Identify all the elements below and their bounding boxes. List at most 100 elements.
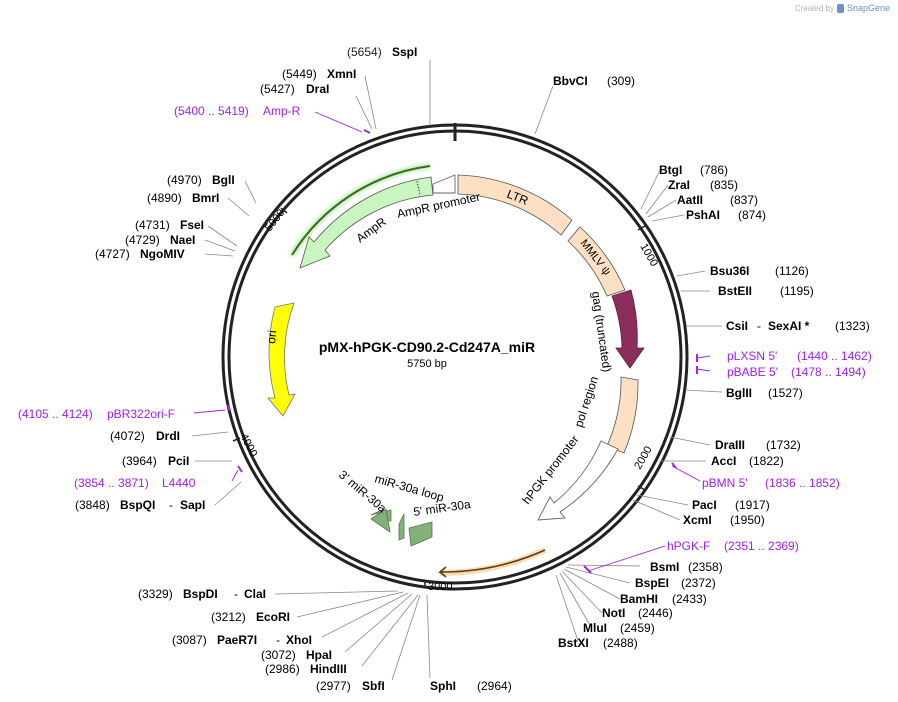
site-bspqi-pos: (3848) xyxy=(75,498,110,512)
site-csii-pos: (1323) xyxy=(835,319,870,333)
site-pcii-pos: (3964) xyxy=(122,454,157,468)
site-bspdi: BspDI xyxy=(183,587,218,601)
site-fsei-pos: (4731) xyxy=(135,218,170,232)
site-bglii-pos: (1527) xyxy=(768,386,803,400)
site-bamhi-pos: (2433) xyxy=(672,592,707,606)
primer-pbr322ori-f-range: (4105 .. 4124) xyxy=(18,407,93,421)
credit-text: Created by xyxy=(794,3,834,13)
plasmid-size: 5750 bp xyxy=(407,358,447,370)
feature-mmlv-psi xyxy=(567,226,626,297)
ampr-orf-line xyxy=(291,165,431,256)
site-mlui-pos: (2459) xyxy=(620,621,655,635)
site-draiii: DraIII xyxy=(715,438,745,452)
site-mlui: MluI xyxy=(583,621,607,635)
primer-connectors xyxy=(193,111,711,572)
site-bsteii-pos: (1195) xyxy=(780,284,814,298)
primer-ampr: Amp-R xyxy=(263,104,301,118)
site-acci: AccI xyxy=(711,454,736,468)
site-connectors xyxy=(191,60,723,681)
site-naei: NaeI xyxy=(170,233,195,247)
site-hindiii-pos: (2986) xyxy=(265,662,300,676)
primer-pbr322ori-f: pBR322ori-F xyxy=(107,407,175,421)
tick-1000 xyxy=(637,225,646,231)
feature-pol-region xyxy=(606,376,639,454)
site-ecori: EcoRI xyxy=(256,610,290,624)
site-pcii: PciI xyxy=(168,454,189,468)
primer-ampr-range: (5400 .. 5419) xyxy=(174,104,249,118)
site-bsteii: BstEII xyxy=(718,284,752,298)
orange-orf-arrow xyxy=(437,549,546,578)
site-paer7i-pos: (3087) xyxy=(172,633,207,647)
kb-ticks xyxy=(232,207,646,588)
feature-gag xyxy=(611,289,645,369)
site-ngomiv-pos: (4727) xyxy=(95,247,130,261)
site-noti-pos: (2446) xyxy=(638,606,673,620)
tick-5000 xyxy=(280,207,288,214)
primer-l4440-range: (3854 .. 3871) xyxy=(74,476,149,490)
site-btgi: BtgI xyxy=(659,163,682,177)
site-bspdi-pos: (3329) xyxy=(138,587,173,601)
site-zrai: ZraI xyxy=(668,178,690,192)
site-drai-pos: (5427) xyxy=(260,82,295,96)
site-sexai: SexAI * xyxy=(768,319,810,333)
tick-label-3000: 3000 xyxy=(428,581,452,593)
site-btgi-pos: (786) xyxy=(700,163,728,177)
site-bsmi: BsmI xyxy=(650,560,679,574)
site-acci-pos: (1822) xyxy=(749,454,784,468)
tick-2000 xyxy=(637,485,646,491)
primer-l4440: L4440 xyxy=(162,476,196,490)
features: LTR MMLV ψ gag (truncated) pol region hP… xyxy=(264,163,645,578)
site-hpai-pos: (3072) xyxy=(261,648,296,662)
ampr-boundary xyxy=(416,180,421,196)
site-bsu36i: Bsu36I xyxy=(710,264,749,278)
feature-5-mir30a xyxy=(408,521,433,547)
site-sphi-pos: (2964) xyxy=(477,679,512,693)
site-drdi-pos: (4072) xyxy=(110,429,145,443)
site-bglii: BglII xyxy=(726,386,752,400)
site-paci: PacI xyxy=(692,498,717,512)
site-bstxi: BstXI xyxy=(558,636,589,650)
site-zrai-pos: (835) xyxy=(710,178,738,192)
site-bspei-pos: (2372) xyxy=(681,576,716,590)
site-paer7i-dash: - xyxy=(276,633,280,647)
primer-pbabe: pBABE 5' xyxy=(727,365,778,379)
site-pshai: PshAI xyxy=(686,208,720,222)
primer-hpgk-f-range: (2351 .. 2369) xyxy=(724,539,799,553)
primer-plxsn: pLXSN 5' xyxy=(727,349,777,363)
feature-label-5-mir30a: 5' miR-30a xyxy=(412,497,471,519)
primer-pbmn-range: (1836 .. 1852) xyxy=(765,476,840,490)
site-sspi-pos: (5654) xyxy=(347,45,382,59)
site-aatii: AatII xyxy=(677,193,703,207)
site-hpai: HpaI xyxy=(306,648,332,662)
feature-hpgk-promoter xyxy=(537,440,619,521)
site-paci-pos: (1917) xyxy=(735,498,770,512)
site-ecori-pos: (3212) xyxy=(211,610,246,624)
site-paer7i: PaeR7I xyxy=(217,633,257,647)
primer-labels: (5400 .. 5419) Amp-R pLXSN 5' (1440 .. 1… xyxy=(18,104,872,553)
site-bspqi-dash: - xyxy=(169,498,173,512)
primer-pbabe-range: (1478 .. 1494) xyxy=(791,365,866,379)
site-bstxi-pos: (2488) xyxy=(603,636,638,650)
tick-label-1000: 1000 xyxy=(637,242,660,269)
site-xhoi: XhoI xyxy=(286,633,312,647)
primer-hpgk-f: hPGK-F xyxy=(667,539,710,553)
site-clai: ClaI xyxy=(244,587,266,601)
feature-ampr xyxy=(299,176,434,269)
site-noti: NotI xyxy=(602,606,625,620)
site-bbvci: BbvCI xyxy=(553,74,588,88)
site-xcmi: XcmI xyxy=(683,513,712,527)
feature-ampr-promoter xyxy=(432,174,456,194)
site-labels: (5654) SspI (5449) XmnI (5427) DraI BbvC… xyxy=(75,45,870,693)
site-bamhi: BamHI xyxy=(620,592,658,606)
snapgene-logo-icon xyxy=(836,3,844,13)
site-drai: DraI xyxy=(306,82,329,96)
site-bmri-pos: (4890) xyxy=(147,191,182,205)
site-bsu36i-pos: (1126) xyxy=(775,264,809,278)
site-sbfi-pos: (2977) xyxy=(316,679,351,693)
site-bsmi-pos: (2358) xyxy=(688,560,723,574)
brand-text: SnapGene xyxy=(846,3,890,13)
site-xmni: XmnI xyxy=(327,67,356,81)
site-xmni-pos: (5449) xyxy=(282,67,317,81)
site-bspdi-dash: - xyxy=(234,587,238,601)
site-aatii-pos: (837) xyxy=(730,193,758,207)
